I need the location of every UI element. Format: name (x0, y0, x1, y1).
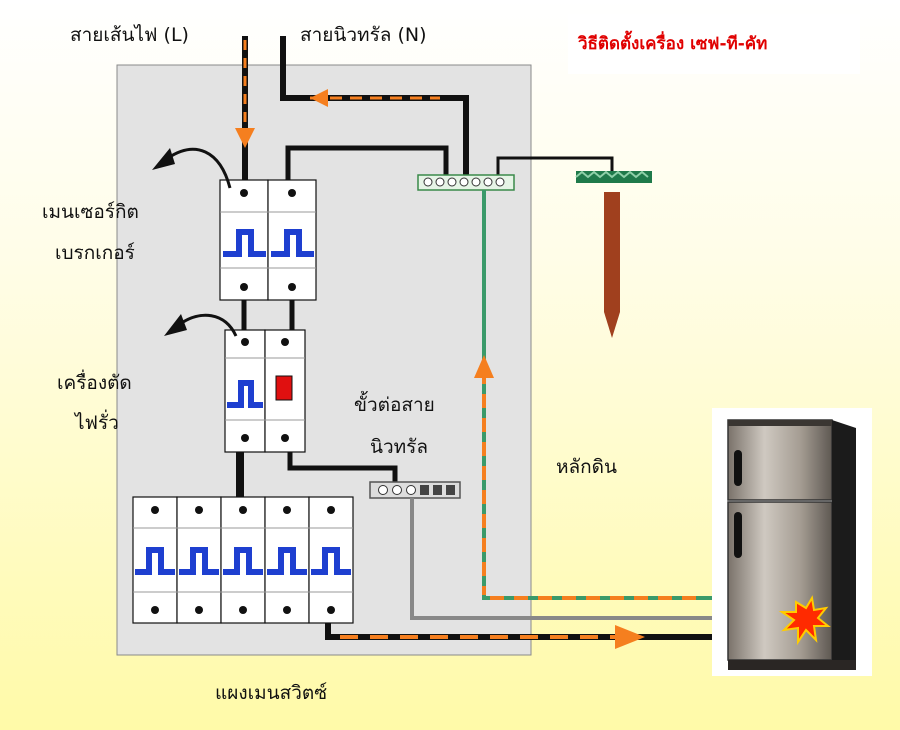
ground-bar-to-rod-wire (496, 156, 614, 180)
fault-spark-icon (778, 595, 831, 646)
neutral-wire-label: สายนิวทรัล (N) (300, 24, 427, 46)
refrigerator (712, 408, 872, 676)
main-breaker-label-line1: เมนเซอร์กิต (42, 201, 139, 223)
diagram-title: วิธีติดตั้งเครื่อง เซฟ-ที-คัท (578, 34, 768, 54)
live-wire-label: สายเส้นไฟ (L) (70, 24, 189, 46)
ground-rod (575, 170, 652, 338)
rcd-pointer (164, 313, 238, 337)
rcd-label-line2: ไฟรั่ว (75, 412, 119, 434)
main-panel-label: แผงเมนสวิตซ์ (215, 682, 328, 704)
neutral-terminal-label-line2: นิวทรัล (370, 436, 429, 458)
live-wire (235, 36, 255, 188)
breaker-to-neutral-wire (285, 145, 449, 188)
neutral-terminal-label-line1: ขั้วต่อสาย (354, 394, 435, 416)
live-load-wire (325, 623, 720, 649)
rcd-breaker (224, 329, 306, 453)
ground-wire (474, 190, 720, 600)
rcd-label-line1: เครื่องตัด (57, 372, 132, 394)
neutral-load-wire (410, 498, 720, 620)
main-breaker-label-line2: เบรกเกอร์ (55, 242, 135, 264)
top-terminal-bar (417, 174, 515, 191)
main-breaker (219, 179, 317, 301)
title-background (568, 14, 860, 74)
ground-rod-label: หลักดิน (556, 456, 617, 478)
main-breaker-pointer (152, 147, 232, 189)
neutral-terminal-block (369, 481, 461, 499)
branch-breakers (132, 496, 354, 624)
neutral-wire (280, 36, 469, 180)
